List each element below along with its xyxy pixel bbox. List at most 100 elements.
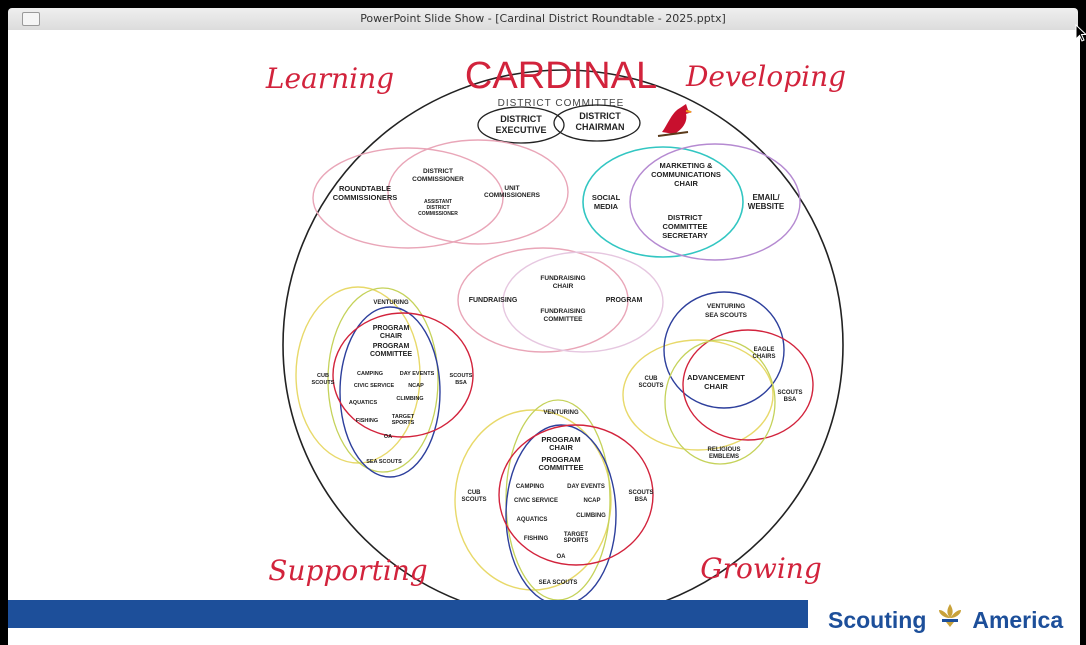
assistant-line2: DISTRICT xyxy=(426,205,449,211)
left-scouts-bsa-1: SCOUTS xyxy=(450,373,473,379)
program-label: PROGRAM xyxy=(606,297,643,304)
adv-cub-2: SCOUTS xyxy=(638,383,663,389)
bottom-aquatics: AQUATICS xyxy=(517,517,548,523)
footer-blue-bar xyxy=(8,600,808,628)
commissioners-oval-right xyxy=(387,139,569,245)
left-program-committee-1: PROGRAM xyxy=(373,343,410,350)
district-executive-oval xyxy=(477,106,565,144)
fundraising-oval-right xyxy=(502,251,664,353)
left-cub-2: SCOUTS xyxy=(312,380,335,386)
bottom-fishing: FISHING xyxy=(524,536,549,542)
district-chairman-line2: CHAIRMAN xyxy=(576,122,625,132)
adv-chair-2: CHAIR xyxy=(704,382,728,391)
bottom-target-2: SPORTS xyxy=(564,538,589,544)
bottom-target-1: TARGET xyxy=(564,532,589,538)
left-cub-1: CUB xyxy=(317,373,329,379)
fundraising-oval-left xyxy=(457,247,629,353)
roundtable-line2: COMMISSIONERS xyxy=(333,193,398,202)
marketing-line3: CHAIR xyxy=(674,179,698,188)
secretary-line2: COMMITTEE xyxy=(663,222,708,231)
advancement-blue xyxy=(663,291,785,409)
window-title: PowerPoint Slide Show - [Cardinal Distri… xyxy=(360,12,726,25)
bottom-program-committee-1: PROGRAM xyxy=(541,455,580,464)
adv-religious-1: RELIGIOUS xyxy=(707,447,740,453)
roundtable-line1: ROUNDTABLE xyxy=(339,184,391,193)
brand-left: Scouting xyxy=(828,607,927,633)
email-line1: EMAIL/ xyxy=(752,193,780,202)
left-scouts-bsa-2: BSA xyxy=(455,380,467,386)
adv-cub-1: CUB xyxy=(645,376,659,382)
venn-diagram: Learning Developing Supporting Growing C… xyxy=(265,55,846,621)
cardinal-bird-icon xyxy=(657,104,692,137)
fundraising-label: FUNDRAISING xyxy=(469,297,518,304)
cardinal-title: CARDINAL xyxy=(465,55,657,97)
assistant-line3: COMMISSIONER xyxy=(418,211,458,217)
scouting-america-logo: Scouting America xyxy=(828,602,1063,634)
left-oa: OA xyxy=(384,434,392,440)
bottom-program-chair-2: CHAIR xyxy=(549,443,573,452)
bottom-civic: CIVIC SERVICE xyxy=(514,498,558,504)
district-executive-line1: DISTRICT xyxy=(500,114,542,124)
window-menu-icon[interactable] xyxy=(22,12,40,26)
window-titlebar: PowerPoint Slide Show - [Cardinal Distri… xyxy=(8,8,1078,31)
marketing-line1: MARKETING & xyxy=(660,161,713,170)
marketing-line2: COMMUNICATIONS xyxy=(651,170,721,179)
advancement-red xyxy=(682,329,814,441)
left-camping: CAMPING xyxy=(357,371,383,377)
district-chairman-line1: DISTRICT xyxy=(579,111,621,121)
advancement-green xyxy=(664,339,776,465)
bottom-cub-2: SCOUTS xyxy=(461,497,486,503)
unit-commissioners-line2: COMMISSIONERS xyxy=(484,192,541,199)
left-program-committee-2: COMMITTEE xyxy=(370,351,412,358)
corner-supporting: Supporting xyxy=(268,554,427,587)
left-ncap: NCAP xyxy=(408,383,424,389)
secretary-line1: DISTRICT xyxy=(668,213,703,222)
adv-chair-1: ADVANCEMENT xyxy=(687,373,745,382)
left-program-chair-2: CHAIR xyxy=(380,333,402,340)
brand-right: America xyxy=(972,607,1064,633)
program-left-yellow xyxy=(295,286,421,464)
bottom-oa: OA xyxy=(557,554,567,560)
social-media-line2: MEDIA xyxy=(594,202,619,211)
left-day-events: DAY EVENTS xyxy=(400,371,435,377)
district-executive-line2: EXECUTIVE xyxy=(495,125,546,135)
district-chairman-oval xyxy=(553,104,641,142)
bottom-venturing: VENTURING xyxy=(543,410,579,416)
adv-venturing-2: SEA SCOUTS xyxy=(705,312,748,319)
corner-growing: Growing xyxy=(700,552,822,585)
program-bottom-yellow xyxy=(454,409,612,591)
slide-canvas: Learning Developing Supporting Growing C… xyxy=(8,30,1080,645)
adv-scouts-bsa-2: BSA xyxy=(784,397,797,403)
left-fishing: FISHING xyxy=(356,418,378,424)
left-target-2: SPORTS xyxy=(392,420,415,426)
fleur-de-lis-icon xyxy=(935,602,965,634)
secretary-line3: SECRETARY xyxy=(662,231,707,240)
bottom-camping: CAMPING xyxy=(516,484,545,490)
bottom-program-chair-1: PROGRAM xyxy=(541,435,580,444)
fundraising-chair-line1: FUNDRAISING xyxy=(540,275,585,282)
mouse-cursor-icon xyxy=(1075,24,1086,42)
left-venturing: VENTURING xyxy=(373,300,409,306)
corner-learning: Learning xyxy=(265,62,394,95)
bottom-climbing: CLIMBING xyxy=(576,513,606,519)
social-media-line1: SOCIAL xyxy=(592,193,621,202)
left-target-1: TARGET xyxy=(392,414,415,420)
adv-eagle-1: EAGLE xyxy=(754,347,775,353)
district-commissioner-line1: DISTRICT xyxy=(423,168,453,175)
left-aquatics: AQUATICS xyxy=(349,400,378,406)
email-line2: WEBSITE xyxy=(748,202,785,211)
advancement-yellow xyxy=(622,339,774,451)
district-committee-subtitle: DISTRICT COMMITTEE xyxy=(498,98,625,109)
adv-religious-2: EMBLEMS xyxy=(709,454,739,460)
left-civic: CIVIC SERVICE xyxy=(354,383,395,389)
left-sea-scouts: SEA SCOUTS xyxy=(366,459,402,465)
fundraising-committee-line1: FUNDRAISING xyxy=(540,308,585,315)
district-commissioner-line2: COMMISSIONER xyxy=(412,176,464,183)
adv-eagle-2: CHAIRS xyxy=(752,354,775,360)
marketing-oval-teal xyxy=(582,146,744,258)
program-left-green xyxy=(327,287,439,473)
bottom-program-committee-2: COMMITTEE xyxy=(539,463,584,472)
bottom-ncap: NCAP xyxy=(583,498,600,504)
fundraising-committee-line2: COMMITTEE xyxy=(544,316,584,323)
unit-commissioners-line1: UNIT xyxy=(504,185,519,192)
